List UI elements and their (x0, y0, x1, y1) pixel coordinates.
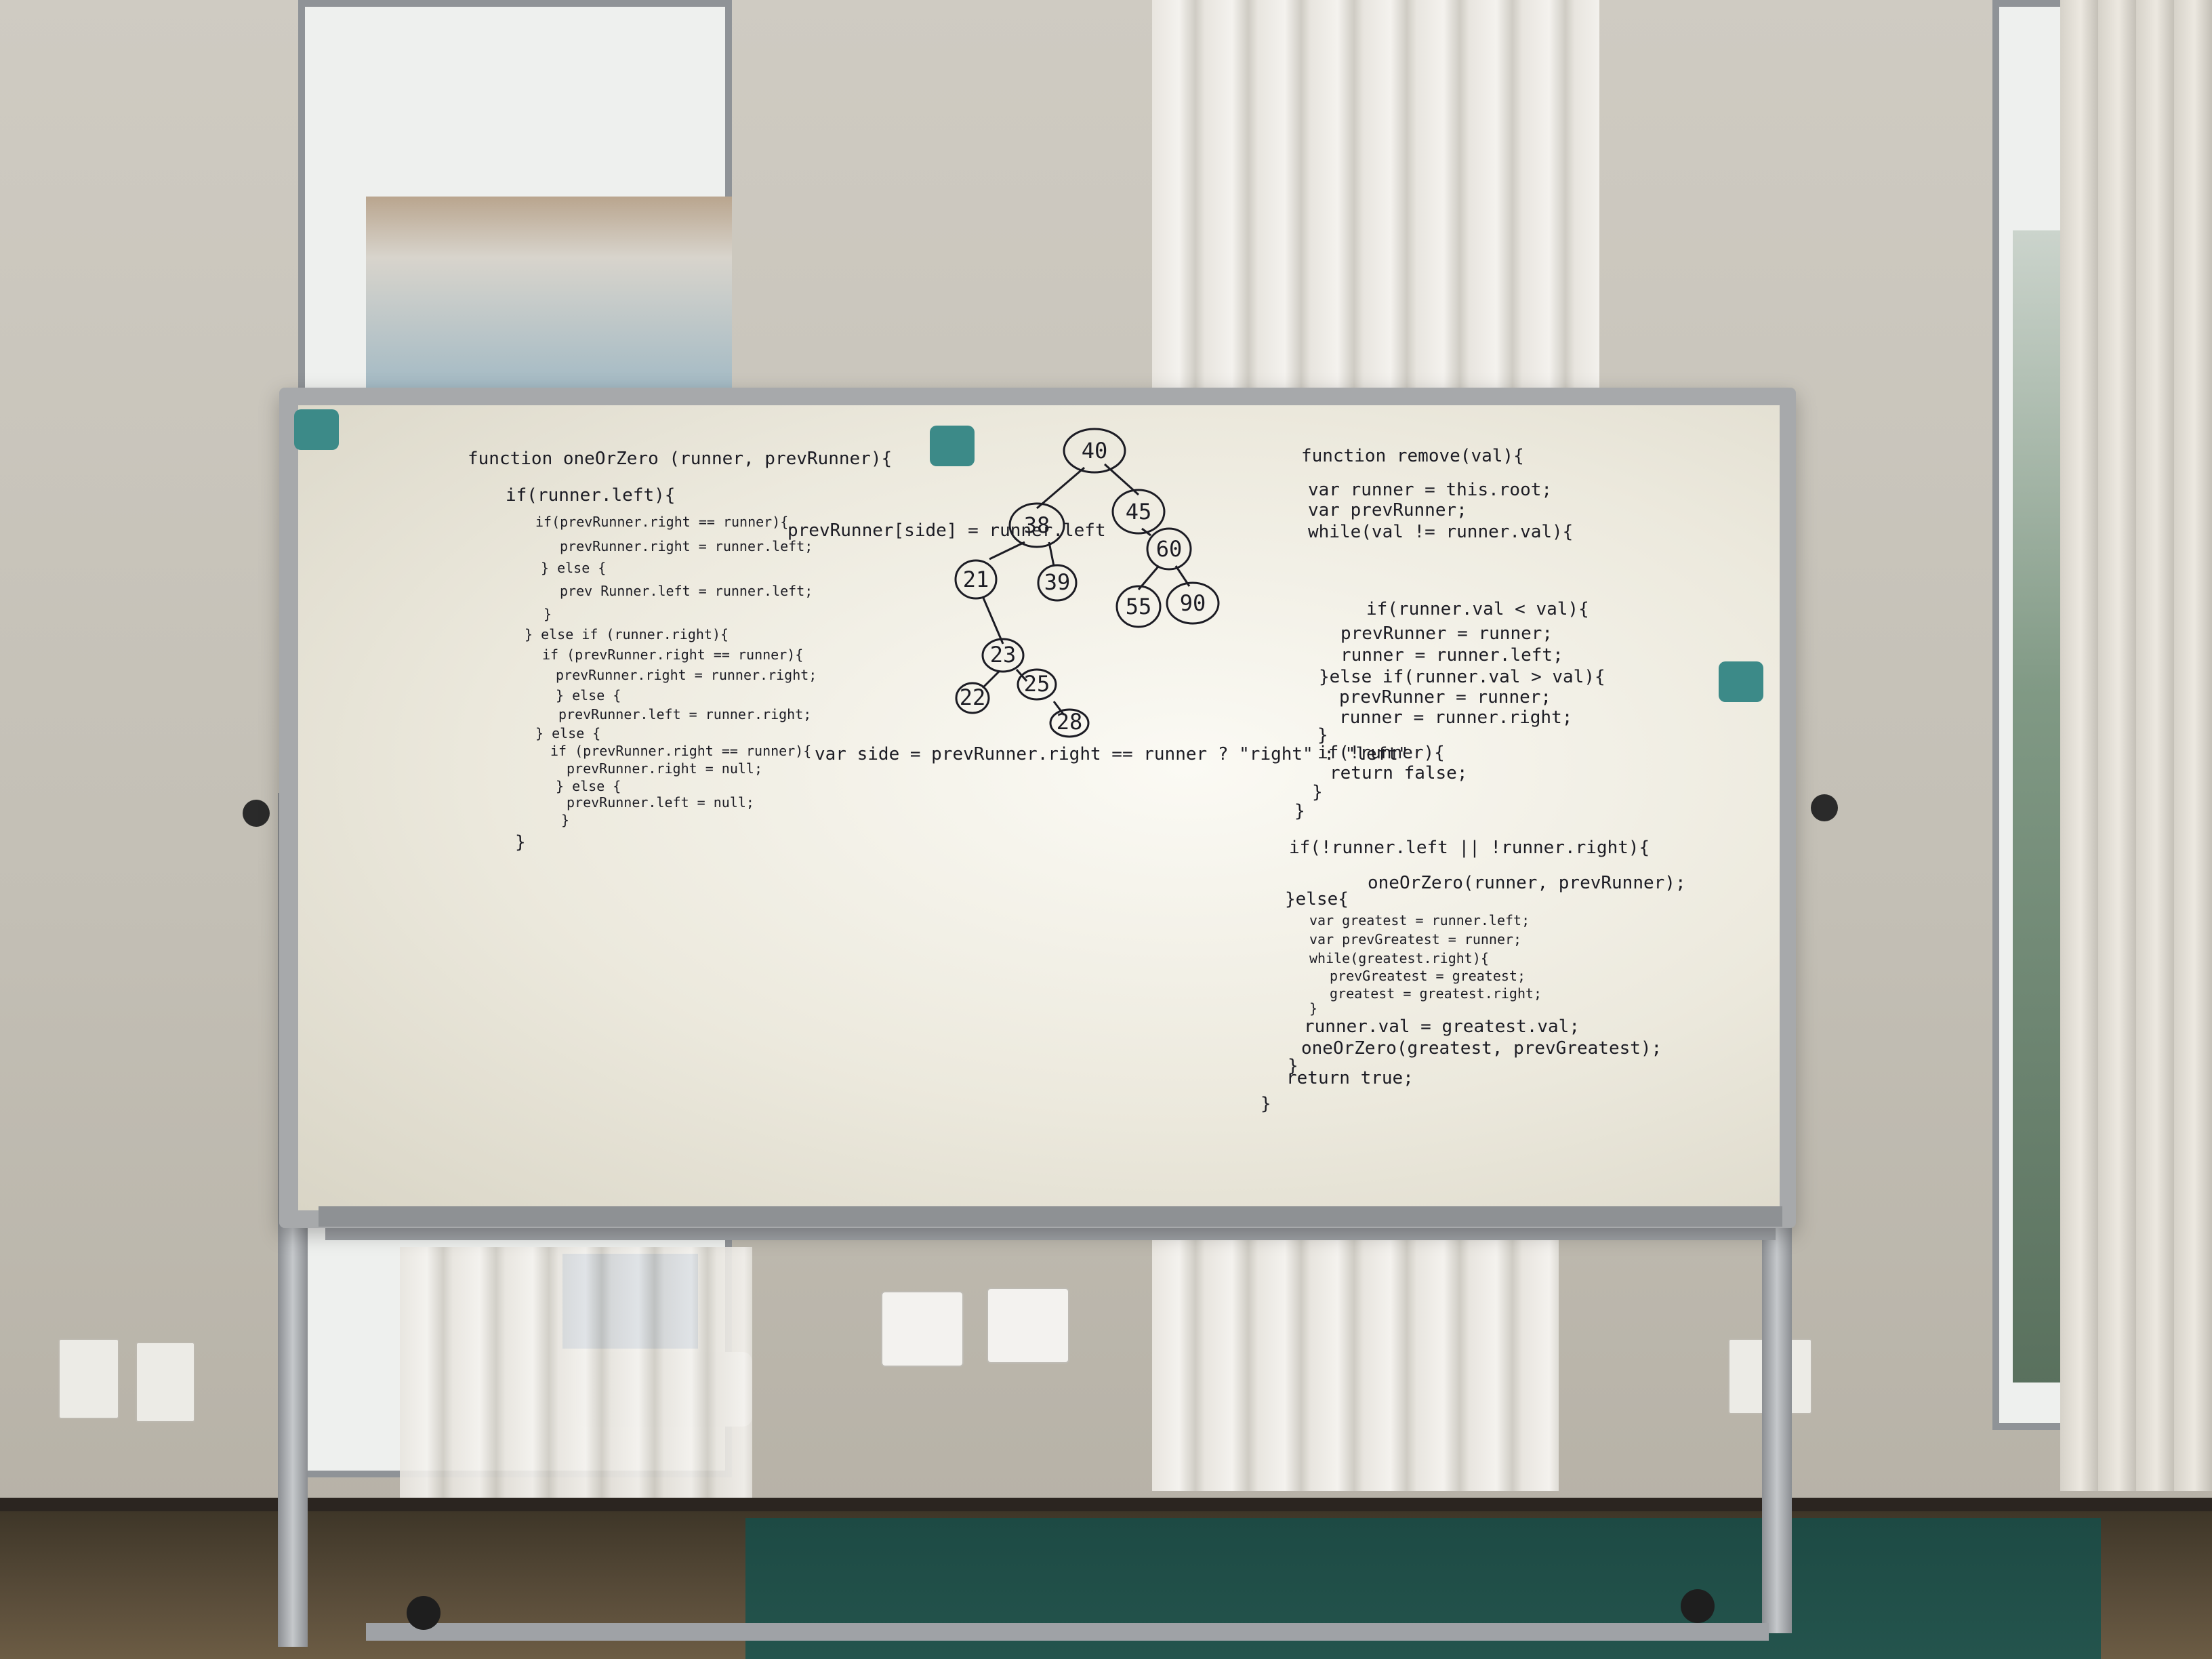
right-code-line: } (1261, 1094, 1271, 1114)
pivot-knob-left[interactable] (243, 800, 270, 827)
right-code-line: function remove(val){ (1301, 446, 1524, 466)
tree-node-label: 28 (1057, 709, 1083, 735)
power-outlet-1 (881, 1291, 964, 1367)
whiteboard-surface (298, 405, 1780, 1210)
right-code-line: runner.val = greatest.val; (1304, 1017, 1580, 1037)
caster-wheel-right (1681, 1589, 1715, 1623)
tree-node-label: 60 (1156, 536, 1183, 562)
left-code-line: } else if (runner.right){ (525, 626, 729, 642)
left-code-line: } else { (556, 778, 621, 794)
left-code-line: } else { (556, 687, 621, 703)
tree-node-outlines (954, 428, 1220, 738)
vertical-blinds-left (400, 1247, 752, 1504)
tree-node-label: 55 (1126, 594, 1152, 619)
right-code-line: var greatest = runner.left; (1309, 912, 1530, 928)
tree-node-label: 21 (963, 567, 989, 592)
left-code-line: if(runner.left){ (506, 485, 676, 506)
magnet-right[interactable] (1719, 661, 1763, 702)
left-code-line: } (561, 812, 570, 828)
right-code-line: prevRunner = runner; (1339, 687, 1552, 708)
right-code-line: greatest = greatest.right; (1330, 985, 1542, 1002)
right-code-line: if(runner.val < val){ (1366, 599, 1589, 619)
tree-node-label: 39 (1044, 569, 1071, 595)
left-code-line: function oneOrZero (runner, prevRunner){ (468, 449, 893, 469)
right-code-line: } (1309, 1000, 1318, 1017)
right-code-line: } (1312, 782, 1323, 802)
var-side-line: var side = prevRunner.right == runner ? … (815, 744, 1409, 764)
right-code-line: } (1294, 801, 1305, 821)
left-code-line: } (544, 606, 552, 622)
right-code-line: var runner = this.root; (1308, 480, 1553, 500)
tree-node-label: 45 (1126, 499, 1152, 525)
power-outlet-2 (987, 1288, 1069, 1364)
left-code-line: if(prevRunner.right == runner){ (535, 514, 789, 530)
tree-node-label: 23 (990, 642, 1017, 668)
binary-tree-diagram: 40 45 38 60 21 39 55 90 23 22 25 28 (954, 428, 1220, 738)
right-code-line: var prevGreatest = runner; (1309, 931, 1522, 947)
left-code-line: if (prevRunner.right == runner){ (542, 647, 804, 663)
right-code-line: var prevRunner; (1308, 500, 1467, 520)
pivot-knob-right[interactable] (1811, 794, 1838, 821)
right-code-line: }else{ (1285, 889, 1349, 909)
tree-node-label: 40 (1082, 438, 1108, 464)
right-code-line: oneOrZero(runner, prevRunner); (1368, 873, 1686, 893)
right-code-line: while(val != runner.val){ (1308, 522, 1574, 542)
outside-building (366, 197, 732, 400)
right-code-line: if(!runner.left || !runner.right){ (1289, 838, 1650, 858)
right-code-line: runner = runner.left; (1340, 645, 1563, 665)
right-code-line: oneOrZero(greatest, prevGreatest); (1301, 1038, 1662, 1059)
right-code-line: }else if(runner.val > val){ (1319, 667, 1605, 687)
right-code-line: if(!runner){ (1317, 743, 1445, 763)
left-code-line: } else { (541, 560, 607, 576)
caster-wheel-left (407, 1596, 441, 1630)
vertical-blinds-upper (1152, 0, 1599, 400)
right-code-line: return false; (1330, 763, 1468, 783)
left-code-line: prevRunner.left = null; (567, 794, 754, 811)
wall-plate-left-1 (58, 1338, 119, 1419)
magnet-top-left[interactable] (294, 409, 339, 450)
left-code-line: if (prevRunner.right == runner){ (550, 743, 812, 759)
wall-plate-left-2 (136, 1342, 195, 1422)
tree-node-label: 90 (1180, 590, 1206, 616)
tree-node-label: 22 (960, 684, 986, 710)
magnet-top-middle[interactable] (930, 426, 975, 466)
prev-runner-side-line: prevRunner[side] = runner.left (787, 520, 1106, 541)
left-code-line: prevRunner.left = runner.right; (558, 706, 812, 722)
left-code-line: prev Runner.left = runner.left; (560, 583, 813, 599)
right-code-line: runner = runner.right; (1339, 708, 1573, 728)
right-code-line: prevRunner = runner; (1340, 623, 1553, 644)
right-code-line: while(greatest.right){ (1309, 950, 1489, 966)
left-code-line: prevRunner.right = runner.left; (560, 538, 813, 554)
marker-tray (319, 1206, 1782, 1227)
right-curtain (2060, 0, 2212, 1491)
stand-base (366, 1623, 1769, 1641)
left-code-line: prevRunner.right = null; (567, 760, 762, 777)
tree-node-label: 38 (1024, 512, 1050, 538)
left-code-line: } (515, 832, 526, 853)
vertical-blinds-lower (1152, 1220, 1559, 1491)
right-code-line: return true; (1286, 1068, 1414, 1088)
right-code-line: } (1317, 725, 1328, 745)
right-code-line: prevGreatest = greatest; (1330, 968, 1525, 984)
tree-node-label: 25 (1024, 671, 1050, 697)
left-code-line: } else { (535, 725, 601, 741)
right-code-line: } (1288, 1056, 1298, 1076)
left-code-line: prevRunner.right = runner.right; (556, 667, 817, 683)
